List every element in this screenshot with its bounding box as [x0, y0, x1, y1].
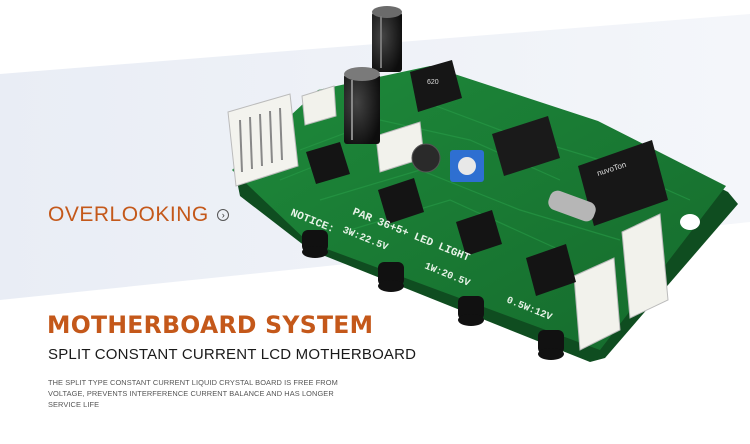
mosfet-2	[378, 178, 424, 224]
mounting-hole	[680, 214, 700, 230]
product-description: THE SPLIT TYPE CONSTANT CURRENT LIQUID C…	[48, 378, 338, 409]
white-connector-left	[227, 93, 299, 187]
buzzer	[411, 143, 441, 173]
overlooking-label: OVERLOOKING	[48, 203, 209, 226]
mosfet-1	[306, 142, 350, 184]
standoff-pegs	[302, 230, 564, 360]
ic-chip-1	[492, 116, 560, 176]
capacitor-short	[344, 67, 380, 144]
mosfet-3	[456, 210, 502, 256]
mcu-chip: nuvoTon	[578, 140, 668, 226]
white-connector-2	[301, 85, 337, 126]
crystal-oscillator	[548, 190, 596, 222]
regulator-chip: 620	[410, 60, 462, 112]
page-title: MOTHERBOARD SYSTEM	[47, 311, 374, 339]
capacitor-tall	[372, 6, 402, 72]
mosfet-4	[526, 244, 576, 296]
page-subtitle: SPLIT CONSTANT CURRENT LCD MOTHERBOARD	[48, 346, 417, 363]
chevron-right-icon: ›	[216, 209, 229, 221]
regulator-label: 620	[427, 79, 439, 86]
overlooking-link[interactable]: OVERLOOKING ›	[48, 203, 229, 227]
white-connector-right	[573, 213, 669, 351]
